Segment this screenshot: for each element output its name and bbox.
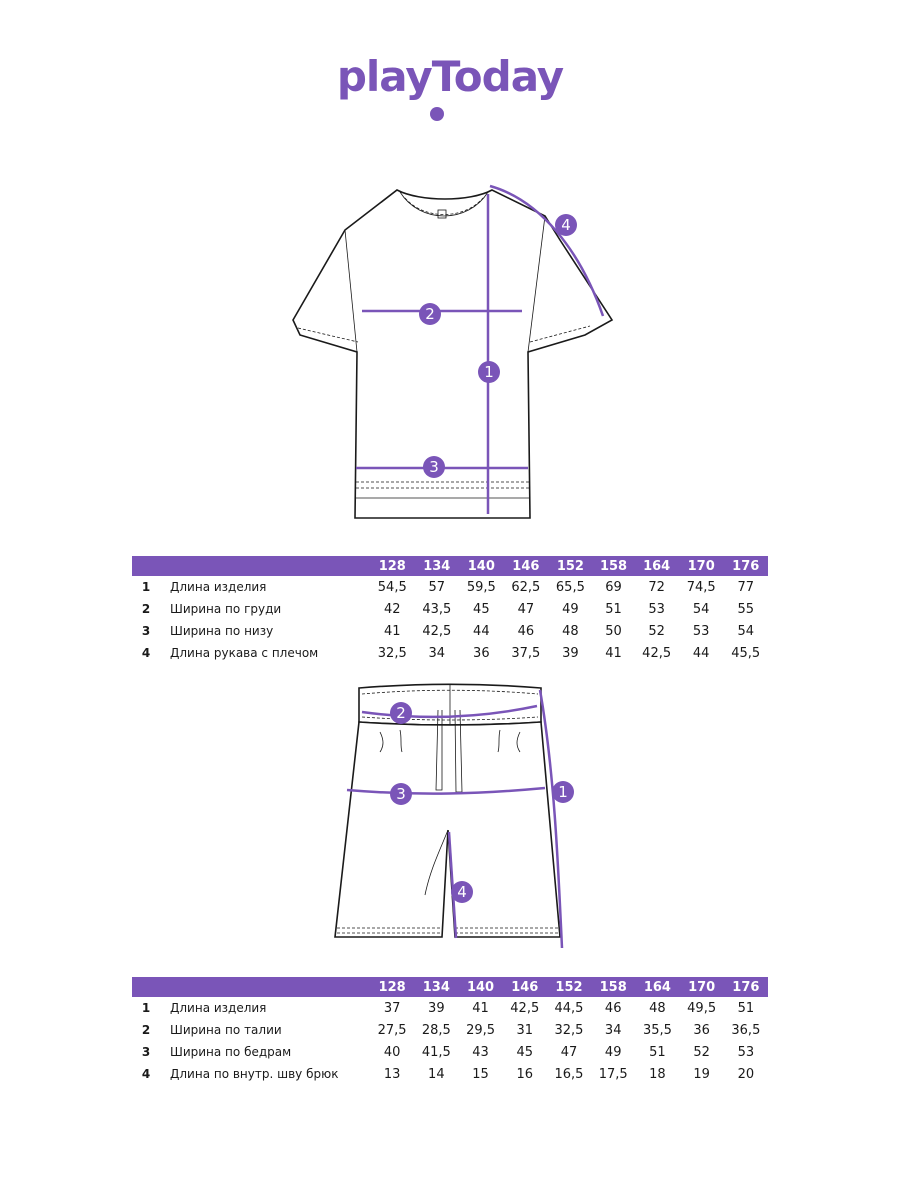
table-row: 4 Длина рукава с плечом 32,5 34 36 37,5 … xyxy=(141,645,761,661)
size-col-128: 128 xyxy=(370,977,415,997)
size-col-128: 128 xyxy=(370,556,415,576)
size-col-134: 134 xyxy=(414,556,460,576)
table-header-row: 128 134 140 146 152 158 164 170 176 xyxy=(132,556,768,576)
size-col-176: 176 xyxy=(723,977,768,997)
table-row: 2 Ширина по груди 42 43,5 45 47 49 51 53… xyxy=(141,601,754,617)
tshirt-marker-1: 1 xyxy=(478,361,500,383)
size-col-140: 140 xyxy=(458,977,503,997)
tshirt-size-table: 128 134 140 146 152 158 164 170 176 1 Дл… xyxy=(132,556,768,664)
table-row: 1 Длина изделия 54,5 57 59,5 62,5 65,5 6… xyxy=(141,579,754,595)
size-col-146: 146 xyxy=(503,556,549,576)
shorts-marker-3: 3 xyxy=(390,783,412,805)
shorts-drawing: 1 2 3 4 xyxy=(334,683,574,949)
svg-text:3: 3 xyxy=(396,785,406,803)
table-header-row: 128 134 140 146 152 158 164 170 176 xyxy=(132,977,768,997)
table-row: 4 Длина по внутр. шву брюк 13 14 15 16 1… xyxy=(141,1066,755,1082)
size-col-146: 146 xyxy=(502,977,547,997)
shorts-marker-4: 4 xyxy=(451,881,473,903)
size-col-152: 152 xyxy=(548,556,593,576)
svg-text:4: 4 xyxy=(457,883,467,901)
tshirt-marker-4: 4 xyxy=(555,214,577,236)
size-col-170: 170 xyxy=(678,556,724,576)
svg-text:2: 2 xyxy=(396,704,406,722)
svg-text:3: 3 xyxy=(429,458,439,476)
size-col-164: 164 xyxy=(634,556,679,576)
shorts-marker-1: 1 xyxy=(552,781,574,803)
shorts-size-table: 128 134 140 146 152 158 164 170 176 1 Дл… xyxy=(132,977,768,1085)
shorts-marker-2: 2 xyxy=(390,702,412,724)
tshirt-drawing: 1 2 3 4 xyxy=(292,184,614,519)
table-row: 3 Ширина по низу 41 42,5 44 46 48 50 52 … xyxy=(141,623,754,639)
table-row: 3 Ширина по бедрам 40 41,5 43 45 47 49 5… xyxy=(141,1044,755,1060)
tshirt-marker-3: 3 xyxy=(423,456,445,478)
svg-text:2: 2 xyxy=(425,305,435,323)
size-col-158: 158 xyxy=(592,556,635,576)
svg-text:1: 1 xyxy=(484,363,494,381)
logo-dot xyxy=(430,107,444,121)
table-row: 2 Ширина по талии 27,5 28,5 29,5 31 32,5… xyxy=(141,1022,761,1038)
tshirt-marker-2: 2 xyxy=(419,303,441,325)
size-col-134: 134 xyxy=(414,977,459,997)
size-col-152: 152 xyxy=(546,977,592,997)
brand-logo: playToday xyxy=(336,52,564,101)
size-col-170: 170 xyxy=(679,977,724,997)
size-col-164: 164 xyxy=(635,977,680,997)
table-row: 1 Длина изделия 37 39 41 42,5 44,5 46 48… xyxy=(141,1000,755,1016)
svg-text:1: 1 xyxy=(558,783,568,801)
size-col-140: 140 xyxy=(459,556,504,576)
size-col-176: 176 xyxy=(723,556,768,576)
size-col-158: 158 xyxy=(591,977,636,997)
svg-text:4: 4 xyxy=(561,216,571,234)
